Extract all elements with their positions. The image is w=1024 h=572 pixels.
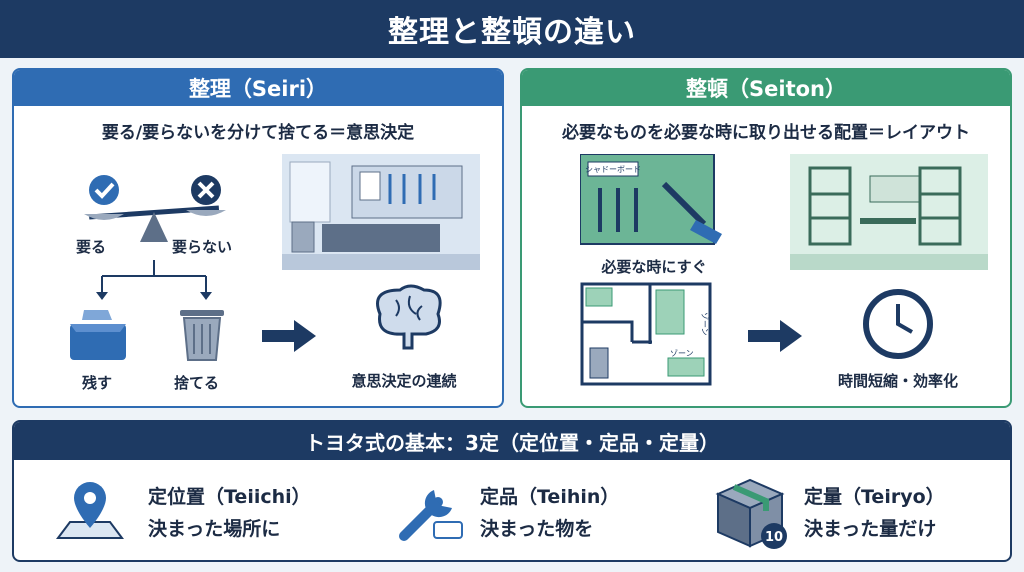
keep-label: 残す [82,374,113,392]
shadow-board: シャドーボード [580,154,722,245]
item-title-teiryo: 定量（Teiryo） [804,486,945,508]
not-need-label: 要らない [172,238,233,256]
seiri-subtitle: 要る/要らないを分けて捨てる＝意思決定 [101,123,415,143]
page-title: 整理と整頓の違い [0,0,1024,58]
map-pin-icon [56,482,124,539]
board-label: 必要な時にすぐ [601,258,707,276]
board-tag: シャドーボード [585,165,641,174]
need-label: 要る [76,238,107,256]
clock-icon [863,289,933,359]
item-desc-teiichi: 決まった場所に [148,518,281,540]
box-icon [70,310,126,360]
zone-label-2: ゾーン [670,349,694,358]
zone-label-1: ゾーン [700,312,709,336]
toyota-panel: トヨタ式の基本：3定（定位置・定品・定量） 定位置（Teiichi） 決まった場… [12,420,1012,562]
item-desc-teiryo: 決まった量だけ [804,518,937,540]
wrench-icon [661,181,707,227]
brain-icon [376,284,442,350]
toyota-heading: トヨタ式の基本：3定（定位置・定品・定量） [14,422,1010,460]
seiton-panel: 整頓（Seiton） 必要なものを必要な時に取り出せる配置＝レイアウト シャドー… [520,68,1012,408]
wrench-icon [399,490,463,541]
item-title-teihin: 定品（Teihin） [480,486,620,508]
discard-label: 捨てる [174,374,220,392]
seiri-heading: 整理（Seiri） [14,70,502,106]
package-icon: 10 [715,478,787,549]
arrow-icon [262,320,316,352]
floor-plan: ゾーン ゾーン [580,282,712,386]
seiton-subtitle: 必要なものを必要な時に取り出せる配置＝レイアウト [562,123,970,143]
item-desc-teihin: 決まった物を [480,518,594,540]
shelf-scene [790,154,988,270]
item-title-teiichi: 定位置（Teiichi） [148,486,311,508]
seiri-result-label: 意思決定の連続 [351,372,457,390]
scale-icon [84,175,226,242]
seiton-result-label: 時間短縮・効率化 [837,372,959,390]
trash-icon [180,310,224,361]
branch-arrows [96,260,212,300]
seiton-heading: 整頓（Seiton） [522,70,1010,106]
cross-icon [197,181,215,199]
arrow-icon [748,320,802,352]
check-icon [94,182,115,199]
seiri-panel: 整理（Seiri） 要る/要らないを分けて捨てる＝意思決定 要る 要らない 残す… [12,68,504,408]
package-badge: 10 [765,530,783,545]
office-scene [282,154,480,270]
